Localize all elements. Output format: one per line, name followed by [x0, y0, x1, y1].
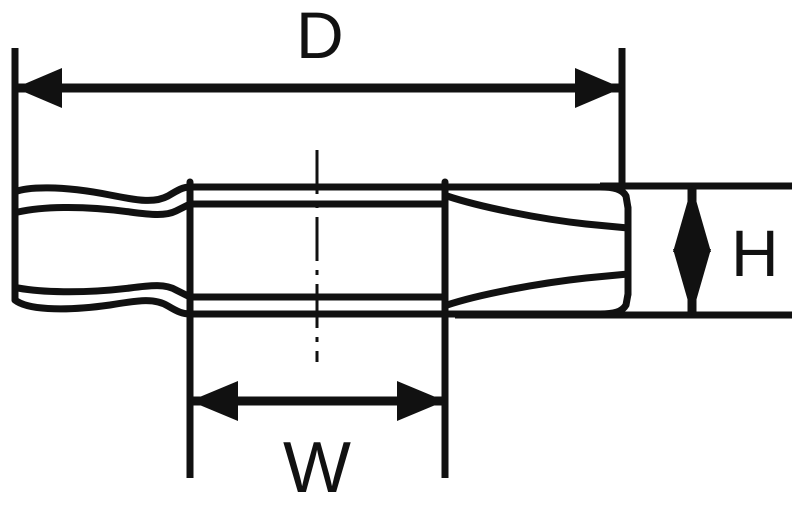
dimension-d-arrowhead-left	[15, 68, 62, 108]
dimension-w-arrowhead-left	[190, 381, 238, 421]
extension-lines	[11, 48, 792, 478]
part-upper-outer-taper	[11, 183, 449, 204]
dimension-label-h: H	[731, 216, 779, 290]
dimension-h-arrowhead-top	[673, 186, 711, 252]
dimension-h	[673, 186, 711, 315]
dimension-label-w: W	[283, 428, 351, 508]
part-right-upper-inner-taper	[443, 192, 632, 232]
dimension-w-arrowhead-right	[397, 381, 445, 421]
part-upper-inner-taper	[14, 200, 449, 218]
part-outline	[11, 178, 632, 324]
part-right-lower-inner-taper	[443, 270, 632, 309]
part-lower-outer-taper	[11, 296, 449, 318]
dimension-h-arrowhead-bottom	[673, 249, 711, 315]
part-lower-inner-taper	[14, 282, 449, 301]
dimension-w	[190, 381, 445, 421]
dimension-d	[15, 68, 622, 108]
dimension-label-d: D	[296, 0, 344, 72]
dimension-d-arrowhead-right	[575, 68, 622, 108]
